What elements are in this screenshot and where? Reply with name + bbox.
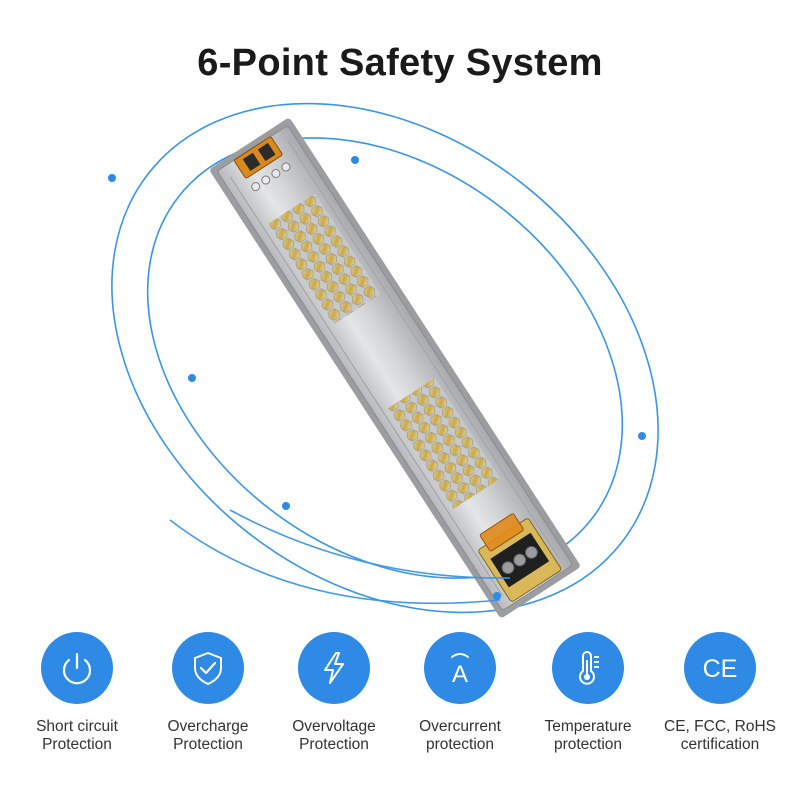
orbit-rings — [111, 102, 659, 614]
orbit-dots — [108, 156, 646, 600]
feature-overcharge: Overcharge Protection — [138, 632, 278, 754]
feature-label-line1: Temperature — [544, 718, 632, 735]
product-illustration — [108, 102, 659, 618]
feature-label: CE, FCC, RoHS certification — [650, 718, 790, 754]
thermometer-icon — [552, 632, 624, 704]
page-title: 6-Point Safety System — [197, 42, 603, 84]
terminal-block-top — [234, 136, 283, 179]
vent-grille-top — [268, 193, 381, 325]
power-icon — [41, 632, 113, 704]
orbit-ring-outer — [111, 102, 659, 614]
feature-certification: CE CE, FCC, RoHS certification — [650, 632, 790, 754]
ce-mark-icon: CE — [684, 632, 756, 704]
feature-label: Temperature protection — [518, 718, 658, 754]
feature-label-line1: Overcurrent — [419, 718, 501, 735]
feature-label: Overcurrent protection — [390, 718, 530, 754]
feature-temperature: Temperature protection — [518, 632, 658, 754]
ampere-symbol: A — [452, 661, 468, 688]
feature-label-line2: protection — [553, 736, 623, 753]
lightning-icon — [298, 632, 370, 704]
feature-label-line2: certification — [680, 736, 760, 753]
feature-label-line1: Overvoltage — [292, 718, 376, 735]
feature-label-line1: Short circuit — [36, 718, 118, 735]
feature-label-line1: Overcharge — [167, 718, 249, 735]
features-row: Short circuit Protection Overcharge Prot… — [0, 632, 800, 782]
feature-label-line2: Protection — [299, 736, 369, 753]
feature-label-line2: Protection — [42, 736, 112, 753]
feature-label: Overcharge Protection — [138, 718, 278, 754]
orbit-ring-inner — [146, 137, 624, 579]
feature-short-circuit: Short circuit Protection — [7, 632, 147, 754]
feature-label-line2: protection — [425, 736, 495, 753]
feature-label-line2: Protection — [173, 736, 243, 753]
feature-label: Overvoltage Protection — [264, 718, 404, 754]
ce-symbol: CE — [703, 655, 738, 683]
feature-label-line1: CE, FCC, RoHS — [664, 718, 776, 735]
power-supply-unit — [210, 118, 580, 618]
feature-overcurrent: A Overcurrent protection — [390, 632, 530, 754]
terminal-block-bottom — [478, 513, 562, 602]
feature-overvoltage: Overvoltage Protection — [264, 632, 404, 754]
shield-check-icon — [172, 632, 244, 704]
feature-label: Short circuit Protection — [7, 718, 147, 754]
ampere-icon: A — [424, 632, 496, 704]
vent-grille-bottom — [387, 377, 501, 510]
